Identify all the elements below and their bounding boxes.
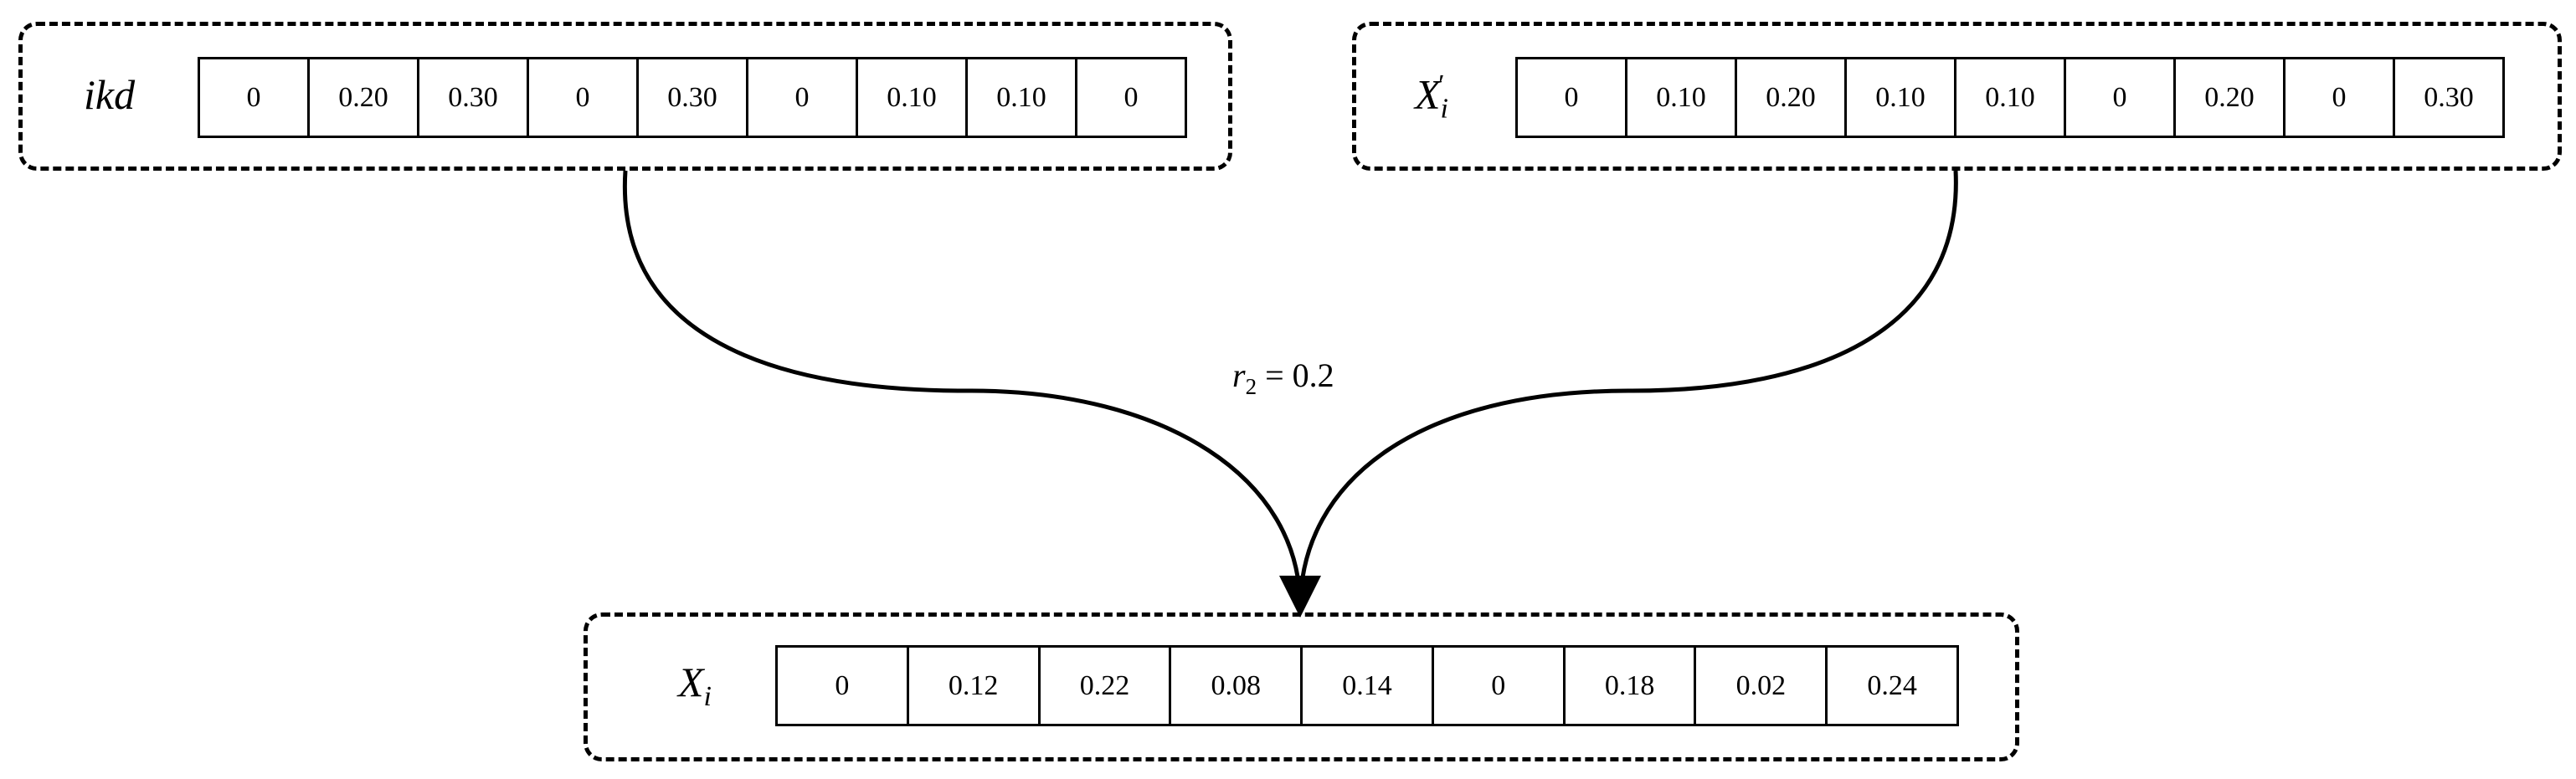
x-i-label: Xi <box>678 659 712 712</box>
ikd-cell: 0 <box>200 59 310 136</box>
x-i-cell: 0.22 <box>1041 648 1172 724</box>
ikd-cell: 0.10 <box>968 59 1077 136</box>
x-i-cell: 0.14 <box>1303 648 1434 724</box>
ikd-label: ikd <box>84 71 136 118</box>
x-i-group <box>584 612 2019 761</box>
x-i-cell: 0 <box>778 648 909 724</box>
ikd-cell: 0 <box>1123 81 1139 113</box>
x-prime-cell: 0 <box>2285 59 2395 136</box>
x-i-vector: 0 0.12 0.22 0.08 0.14 0 0.18 0.02 0.24 <box>775 645 1959 726</box>
ikd-cell: 0.30 <box>639 59 748 136</box>
x-i-cell: 0.18 <box>1566 648 1697 724</box>
ikd-cell: 0.20 <box>310 59 419 136</box>
x-prime-cell: 0.20 <box>1737 59 1847 136</box>
ikd-cell: 0 <box>748 59 858 136</box>
x-prime-cell: 0 <box>1518 59 1627 136</box>
right-merge-curve <box>1279 170 1958 618</box>
ikd-group <box>18 22 1232 171</box>
x-i-cell: 0.02 <box>1696 648 1828 724</box>
x-i-cell: 0.24 <box>1867 669 1917 701</box>
x-prime-cell: 0.10 <box>1956 59 2066 136</box>
x-i-cell: 0.08 <box>1171 648 1303 724</box>
ikd-vector: 0 0.20 0.30 0 0.30 0 0.10 0.10 0 <box>198 57 1187 138</box>
x-prime-group <box>1352 22 2562 171</box>
x-prime-cell: 0 <box>2066 59 2176 136</box>
ikd-cell: 0.10 <box>858 59 968 136</box>
x-prime-cell: 0.10 <box>1627 59 1737 136</box>
parameter-label: r2 = 0.2 <box>1232 356 1334 399</box>
x-prime-cell: 0.30 <box>2424 81 2474 113</box>
x-i-cell: 0.12 <box>909 648 1041 724</box>
left-merge-curve <box>622 170 1303 610</box>
x-prime-label: Xi′ <box>1415 69 1448 125</box>
x-i-cell: 0 <box>1434 648 1566 724</box>
x-prime-vector: 0 0.10 0.20 0.10 0.10 0 0.20 0 0.30 <box>1515 57 2505 138</box>
ikd-cell: 0 <box>529 59 639 136</box>
x-prime-cell: 0.10 <box>1847 59 1956 136</box>
ikd-cell: 0.30 <box>419 59 529 136</box>
x-prime-cell: 0.20 <box>2176 59 2285 136</box>
